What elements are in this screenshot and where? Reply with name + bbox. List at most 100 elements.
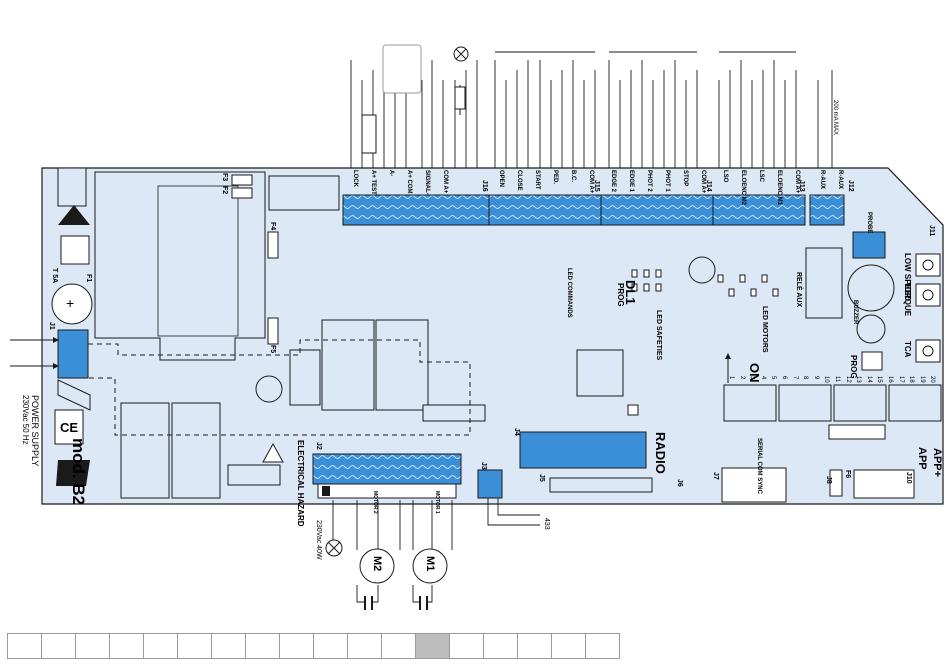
power-supply-label: POWER SUPPLY — [30, 395, 40, 467]
dip-switch-number: 6 — [781, 376, 787, 380]
fuse-f4-label: F4 — [269, 222, 276, 231]
terminal-label-j14: EDGE 2 — [610, 170, 616, 193]
j6-label: J6 — [676, 479, 683, 487]
corner-box — [57, 167, 87, 207]
dip-switch-number: 2 — [738, 376, 745, 380]
j3-terminal — [477, 469, 503, 499]
terminal-label-j14: STOP — [682, 170, 688, 187]
svg-text:+: + — [66, 295, 74, 311]
j5-slot — [549, 477, 653, 493]
dip-switch-2 — [778, 384, 832, 422]
j1-terminal — [57, 329, 89, 379]
page-thumbnail-cell[interactable] — [211, 633, 246, 659]
motor1-label: MOTOR 1 — [434, 491, 440, 514]
j5-label: J5 — [538, 474, 545, 482]
page-thumbnail-cell[interactable] — [245, 633, 280, 659]
terminal-label-j14: PHOT 1 — [664, 170, 670, 192]
led-commands-label: LED COMMANDS — [566, 268, 572, 318]
trimmer-speed — [915, 253, 941, 277]
page-thumbnail-cell[interactable] — [381, 633, 416, 659]
page-thumbnail-cell[interactable] — [551, 633, 586, 659]
fuse-f1-box — [60, 235, 90, 265]
relay-aux-label: RELÈ AUX — [795, 272, 802, 308]
dip-switch-number: 20 — [929, 376, 936, 383]
terminal-label-j15: CLOSE — [516, 170, 522, 191]
svg-text:CE: CE — [60, 420, 78, 435]
j1-label: J1 — [48, 322, 55, 330]
terminal-label-j15: COM A+ — [588, 170, 594, 194]
page-thumbnail-cell[interactable] — [483, 633, 518, 659]
m1-label: M1 — [424, 556, 436, 572]
terminal-label-j15: START — [534, 170, 540, 190]
page-thumbnail-cell[interactable] — [143, 633, 178, 659]
hazard-icon — [262, 442, 284, 463]
probe-connector — [852, 231, 886, 259]
board-outline — [41, 167, 944, 505]
electrical-hazard-label: ELECTRICAL HAZARD — [296, 440, 305, 527]
page-thumbnail-cell[interactable] — [517, 633, 552, 659]
fuse-f6-label: F6 — [844, 470, 851, 479]
terminal-strip-j12 — [809, 194, 845, 226]
terminal-strip-j15 — [488, 194, 602, 226]
lamp-rating: 230Vac 40W — [315, 520, 322, 560]
page-thumbnail-cell[interactable] — [347, 633, 382, 659]
dip-switch-number: 14 — [865, 376, 872, 383]
terminal-label-j16: A+ COM — [406, 170, 412, 194]
page-thumbnail-cell[interactable] — [75, 633, 110, 659]
page-thumbnail-cell[interactable] — [449, 633, 484, 659]
j7-serial — [721, 467, 787, 503]
led-dl5 — [643, 269, 650, 278]
page-thumbnail-cell[interactable] — [415, 633, 450, 659]
dip-switch-3 — [833, 384, 887, 422]
dip-switch-number: 3 — [749, 376, 756, 380]
radio-label: RADIO — [653, 432, 668, 474]
app-label: APP — [916, 447, 928, 470]
led-dl11 — [728, 288, 735, 297]
fuse-f3-box — [231, 174, 253, 186]
terminal-label-j16: A- — [388, 170, 394, 177]
dip-switch-number: 4 — [759, 376, 766, 380]
dip-switch-number: 15 — [876, 376, 883, 383]
terminal-label-j16: COM A+ — [442, 170, 448, 194]
tca-label: TCA — [903, 341, 912, 358]
aux-max-label: 200 mA MAX — [832, 100, 838, 136]
led-dl6 — [655, 269, 662, 278]
page-thumbnail-cell[interactable] — [279, 633, 314, 659]
fuse-f4-box — [267, 231, 279, 259]
terminal-label-j12: R-AUX — [837, 170, 843, 189]
page-thumbnail-cell[interactable] — [585, 633, 620, 659]
page-thumbnail-cell[interactable] — [109, 633, 144, 659]
fuse-f2-label: F2 — [221, 186, 228, 195]
page-thumbnail-cell[interactable] — [7, 633, 42, 659]
trimmer-tca — [915, 339, 941, 363]
ce-mark-box — [54, 409, 84, 445]
page-thumbnail-cell[interactable] — [313, 633, 348, 659]
terminal-label-j12: R-AUX — [819, 170, 825, 189]
terminal-label-j15: PED. — [552, 170, 558, 185]
terminal-label-j16: LOCK — [352, 170, 358, 187]
page-thumbnail-cell[interactable] — [177, 633, 212, 659]
dip-switch-number: 16 — [887, 376, 893, 383]
terminal-label-j13: ELOENC M2 — [740, 170, 746, 206]
dip-switch-number: 12 — [844, 376, 851, 383]
terminal-strip-j13 — [712, 194, 806, 226]
terminal-label-j14: EDGE 1 — [628, 170, 634, 193]
page-thumbnail-cell[interactable] — [41, 633, 76, 659]
fuse-f5-label: F5 — [269, 345, 276, 354]
led-dl13 — [750, 288, 757, 297]
prog-label-top: PROG — [616, 283, 625, 307]
j2-terminal — [312, 453, 462, 485]
transformer — [94, 171, 266, 361]
pin-icon — [57, 379, 91, 411]
page-thumbnail-strip — [7, 633, 620, 659]
brand-logo — [56, 460, 90, 486]
dl1-label: DL1 — [623, 280, 638, 305]
dip-switch-number: 8 — [802, 376, 809, 380]
j2-label: J2 — [315, 442, 322, 450]
terminal-label-j14: COM A+ — [700, 170, 706, 194]
motor-wiring — [332, 498, 540, 603]
j3-label: J3 — [480, 462, 487, 470]
terminal-label-j14: PHOT 2 — [646, 170, 652, 192]
fuse-f3-label: F3 — [221, 173, 228, 182]
terminal-strip-j14 — [600, 194, 714, 226]
